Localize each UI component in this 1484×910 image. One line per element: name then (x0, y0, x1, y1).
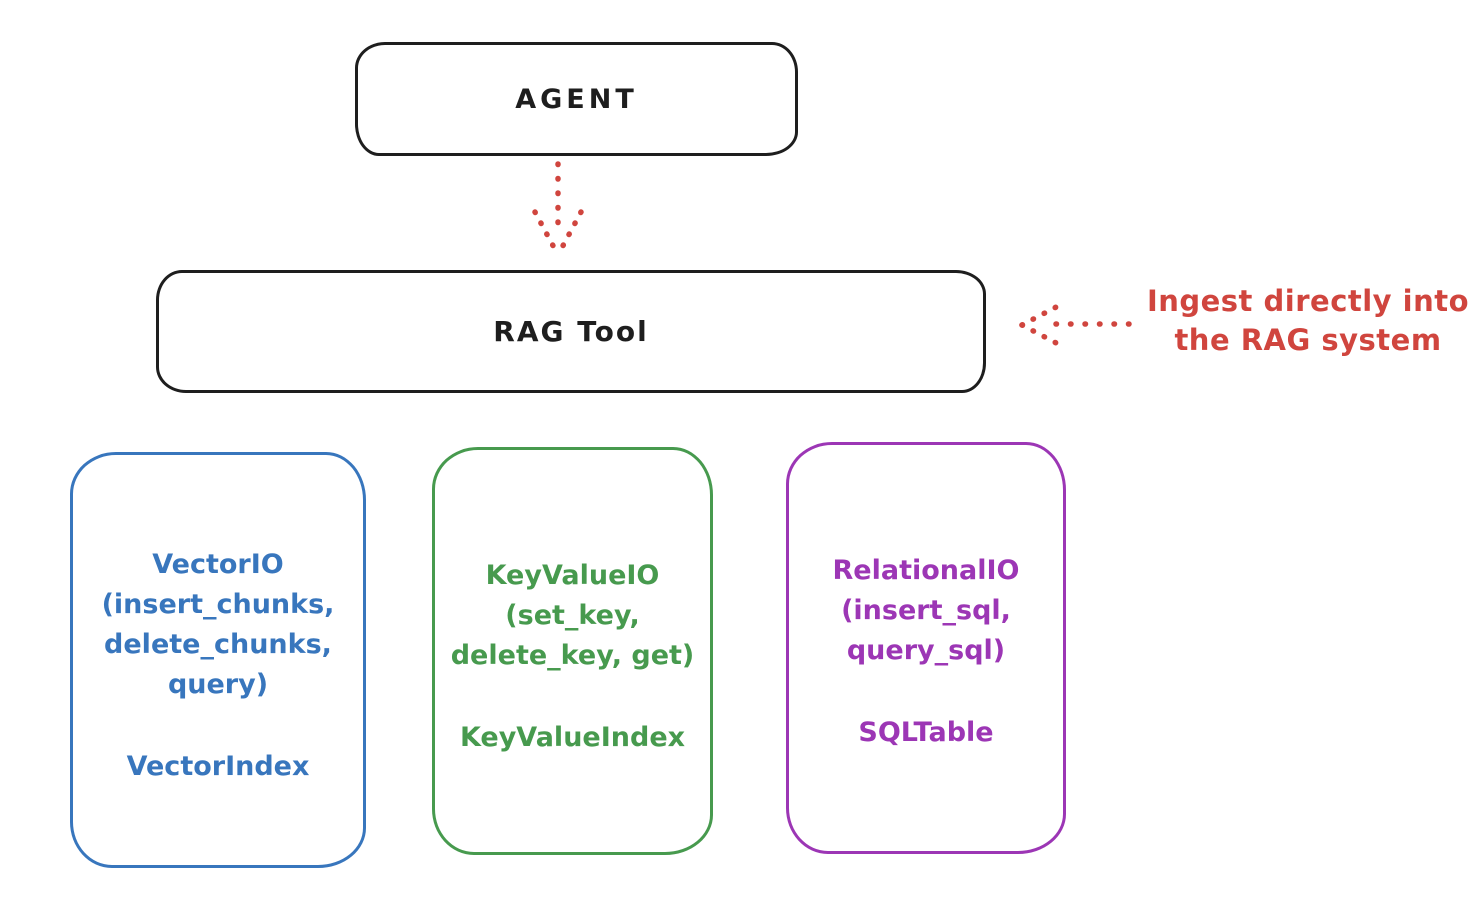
ingest-annotation-line2: the RAG system (1174, 323, 1442, 357)
io-line: delete_key, get) (450, 640, 695, 671)
io-line: query_sql) (846, 635, 1006, 666)
ingest-annotation-line1: Ingest directly into (1146, 284, 1470, 318)
keyvalue-index-label: KeyValueIndex (459, 722, 686, 753)
io-lines: VectorIO (insert_chunks, delete_chunks, … (73, 545, 363, 705)
agent-label: AGENT (515, 83, 638, 115)
io-line: (insert_sql, (841, 595, 1011, 626)
rag-tool-label: RAG Tool (493, 315, 649, 348)
io-line: KeyValueIO (485, 560, 660, 591)
io-line: (set_key, (505, 600, 640, 631)
io-line: delete_chunks, (104, 629, 332, 660)
vector-io-node: VectorIO (insert_chunks, delete_chunks, … (70, 452, 366, 868)
io-lines: RelationalIO (insert_sql, query_sql) (789, 551, 1063, 671)
agent-node: AGENT (355, 42, 798, 156)
io-line: RelationalIO (832, 555, 1020, 586)
ingest-annotation: Ingest directly into the RAG system (1138, 282, 1478, 360)
io-line: query) (167, 669, 269, 700)
sql-table-label: SQLTable (858, 717, 994, 748)
arrowhead-top-wing (1019, 302, 1063, 328)
arrowhead-left-wing (532, 209, 561, 258)
io-line: (insert_chunks, (101, 589, 335, 620)
arrowhead-right-wing (555, 209, 584, 258)
io-line: VectorIO (152, 549, 284, 580)
vector-index-label: VectorIndex (126, 751, 310, 782)
rag-tool-node: RAG Tool (156, 270, 986, 393)
keyvalue-io-node: KeyValueIO (set_key, delete_key, get) Ke… (432, 447, 713, 855)
arrowhead-bottom-wing (1019, 322, 1063, 348)
relational-io-node: RelationalIO (insert_sql, query_sql) SQL… (786, 442, 1066, 854)
arrow-left-icon (1019, 302, 1141, 348)
arrow-down-icon (532, 161, 584, 258)
io-lines: KeyValueIO (set_key, delete_key, get) (435, 556, 710, 676)
